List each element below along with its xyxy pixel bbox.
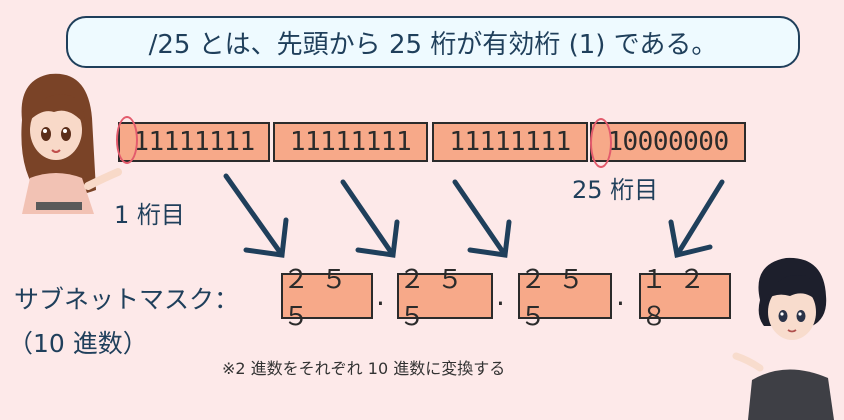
decimal-label: （10 進数） bbox=[8, 329, 148, 358]
binary-octet-3: 11111111 bbox=[432, 122, 588, 162]
first-digit-label: 1 桁目 bbox=[114, 201, 185, 229]
octet-dot-1: . bbox=[376, 279, 385, 312]
decimal-octet-4: １２８ bbox=[639, 265, 731, 332]
decimal-octet-2: ２５５ bbox=[397, 265, 493, 332]
boy-character-illustration bbox=[732, 257, 834, 420]
decimal-octet-3: ２５５ bbox=[518, 265, 612, 332]
arrow-group bbox=[223, 173, 725, 259]
title-banner: /25 とは、先頭から 25 桁が有効桁 (1) である。 bbox=[66, 16, 800, 68]
digit25-label: 25 桁目 bbox=[572, 176, 659, 204]
bit25-highlight bbox=[590, 118, 612, 168]
decimal-octet-1: ２５５ bbox=[281, 265, 373, 332]
binary-octet-2: 11111111 bbox=[273, 122, 428, 162]
title-text: /25 とは、先頭から 25 桁が有効桁 (1) である。 bbox=[148, 29, 718, 60]
octet-dot-2: . bbox=[496, 279, 505, 312]
subnet-mask-label: サブネットマスク： bbox=[14, 285, 240, 314]
octet-dot-3: . bbox=[616, 279, 625, 312]
binary-octet-4: 10000000 bbox=[590, 122, 746, 162]
binary-octet-1: 11111111 bbox=[118, 122, 270, 162]
conversion-note: ※2 進数をそれぞれ 10 進数に変換する bbox=[222, 359, 506, 378]
first-bit-highlight bbox=[116, 116, 138, 164]
